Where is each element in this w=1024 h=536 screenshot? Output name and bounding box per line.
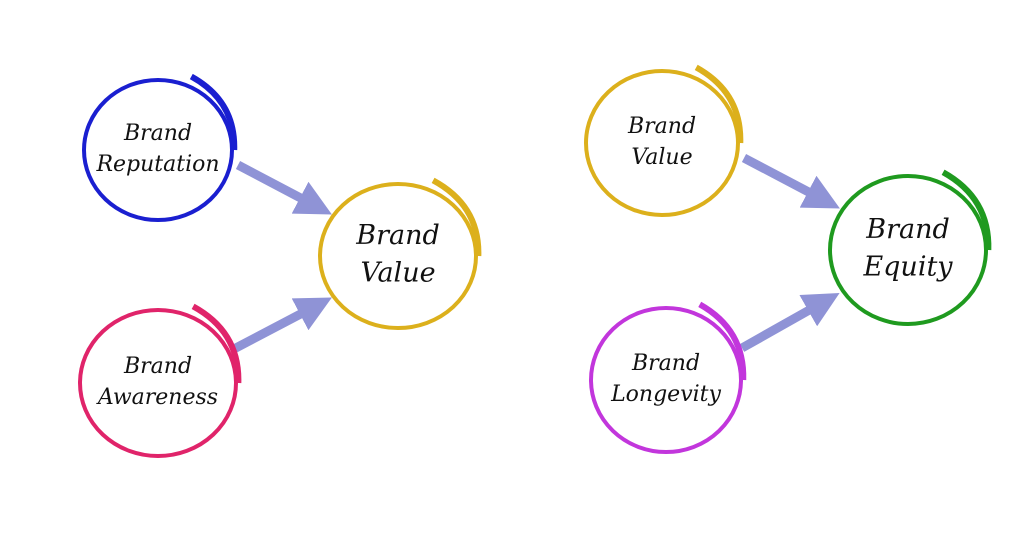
node-label: Longevity (610, 382, 721, 407)
node-label: Brand (123, 121, 192, 146)
arrow-1 (229, 297, 332, 354)
circle (589, 306, 743, 454)
node-label: Equity (862, 252, 953, 283)
arrow-2 (741, 154, 840, 209)
node-label: Brand (631, 351, 700, 376)
node-label: Awareness (96, 385, 218, 410)
circle (82, 78, 234, 222)
node-label: Brand (865, 214, 950, 245)
node-label: Brand (627, 114, 696, 139)
arrow-0 (235, 161, 332, 215)
node-label: Reputation (95, 152, 219, 177)
circle (584, 69, 740, 217)
arrow-3 (739, 292, 840, 352)
node-label: Value (360, 258, 435, 289)
circle (318, 182, 478, 330)
node-label: Brand (355, 220, 440, 251)
circle (78, 308, 238, 458)
circle (828, 174, 988, 326)
node-label: Value (631, 145, 692, 170)
node-label: Brand (123, 354, 192, 379)
